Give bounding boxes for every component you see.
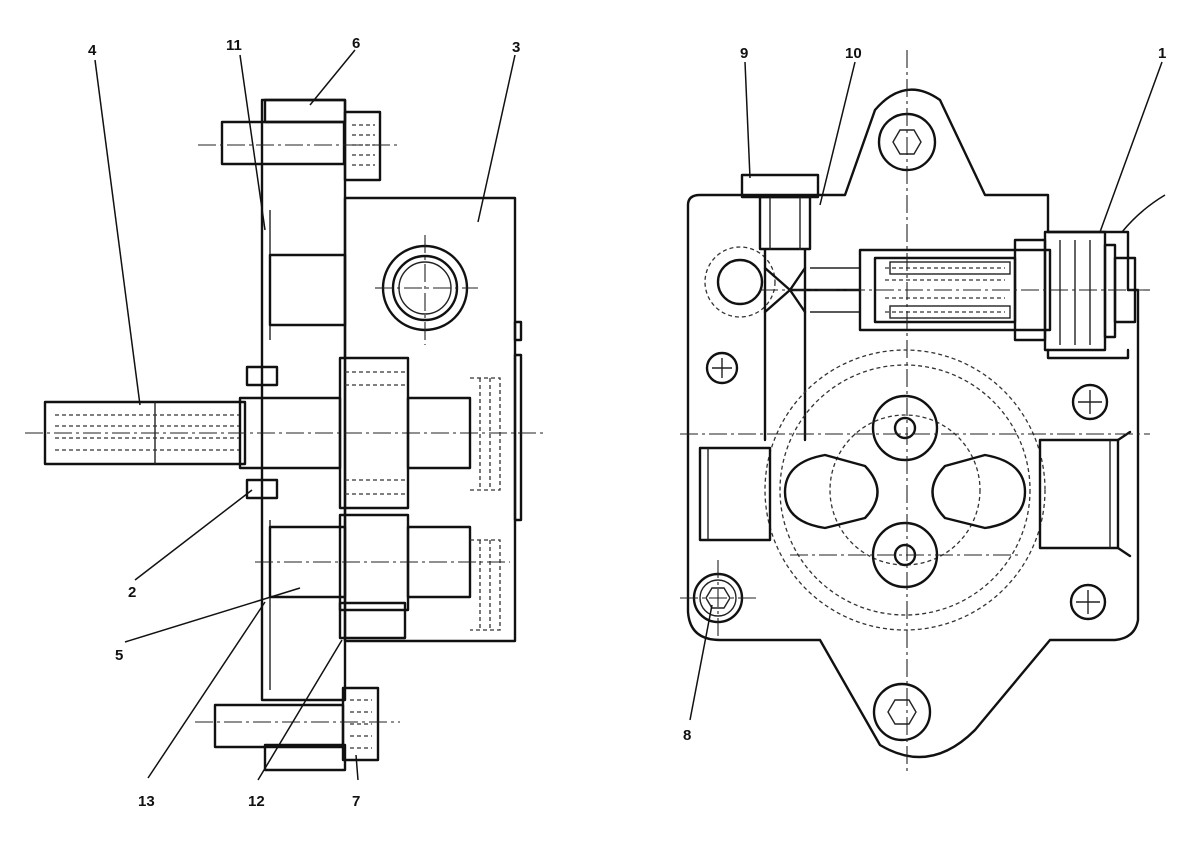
top-bolt-washer xyxy=(263,98,347,124)
callout-1: 1 xyxy=(1158,45,1166,62)
fitting-10 xyxy=(758,195,812,251)
callout-5: 5 xyxy=(115,647,123,664)
gear-outer-circle xyxy=(764,349,1046,631)
front-view xyxy=(680,50,1150,775)
left-relief-port xyxy=(704,246,776,318)
housing-rear-face xyxy=(513,353,523,522)
bottom-mount-bolt xyxy=(872,682,932,742)
side-view xyxy=(25,98,545,772)
callout-2: 2 xyxy=(128,584,136,601)
callout-12: 12 xyxy=(248,793,265,810)
callout-6: 6 xyxy=(352,35,360,52)
right-side-port xyxy=(1038,438,1120,550)
callout-4: 4 xyxy=(88,42,97,59)
callout-10: 10 xyxy=(845,45,862,62)
outlet-port-lobe xyxy=(931,453,1027,530)
bottom-bolt-head xyxy=(341,686,380,762)
callout-9: 9 xyxy=(740,45,748,62)
bottom-bolt-washer xyxy=(263,743,347,772)
lower-key xyxy=(245,478,279,500)
upper-shaft-circle xyxy=(871,394,939,462)
callout-13: 13 xyxy=(138,793,155,810)
left-small-bolt xyxy=(705,351,739,385)
right-lower-bolt xyxy=(1069,583,1107,621)
inlet-port-lobe xyxy=(783,453,879,530)
housing-boss xyxy=(513,320,523,342)
upper-bore xyxy=(268,253,347,327)
callout-labels: 4 11 6 3 2 5 13 12 7 9 10 1 8 xyxy=(88,35,1166,810)
pump-body-outline xyxy=(686,88,1140,759)
gear-shaft-end xyxy=(406,396,472,470)
plug-9 xyxy=(740,173,820,199)
right-upper-bolt xyxy=(1071,383,1109,421)
callout-3: 3 xyxy=(512,39,520,56)
callout-7: 7 xyxy=(352,793,360,810)
callout-8: 8 xyxy=(683,727,691,744)
top-bolt-shank xyxy=(220,120,346,166)
callout-11: 11 xyxy=(226,37,242,54)
top-bolt-head xyxy=(343,110,382,182)
front-flange xyxy=(260,98,347,702)
left-side-port xyxy=(698,446,772,542)
bottom-bolt-shank xyxy=(213,703,345,749)
upper-key xyxy=(245,365,279,387)
leader-lines xyxy=(94,49,1166,781)
rear-housing xyxy=(343,196,517,643)
gear-side-plate xyxy=(338,601,407,640)
vertical-passage xyxy=(763,248,807,442)
